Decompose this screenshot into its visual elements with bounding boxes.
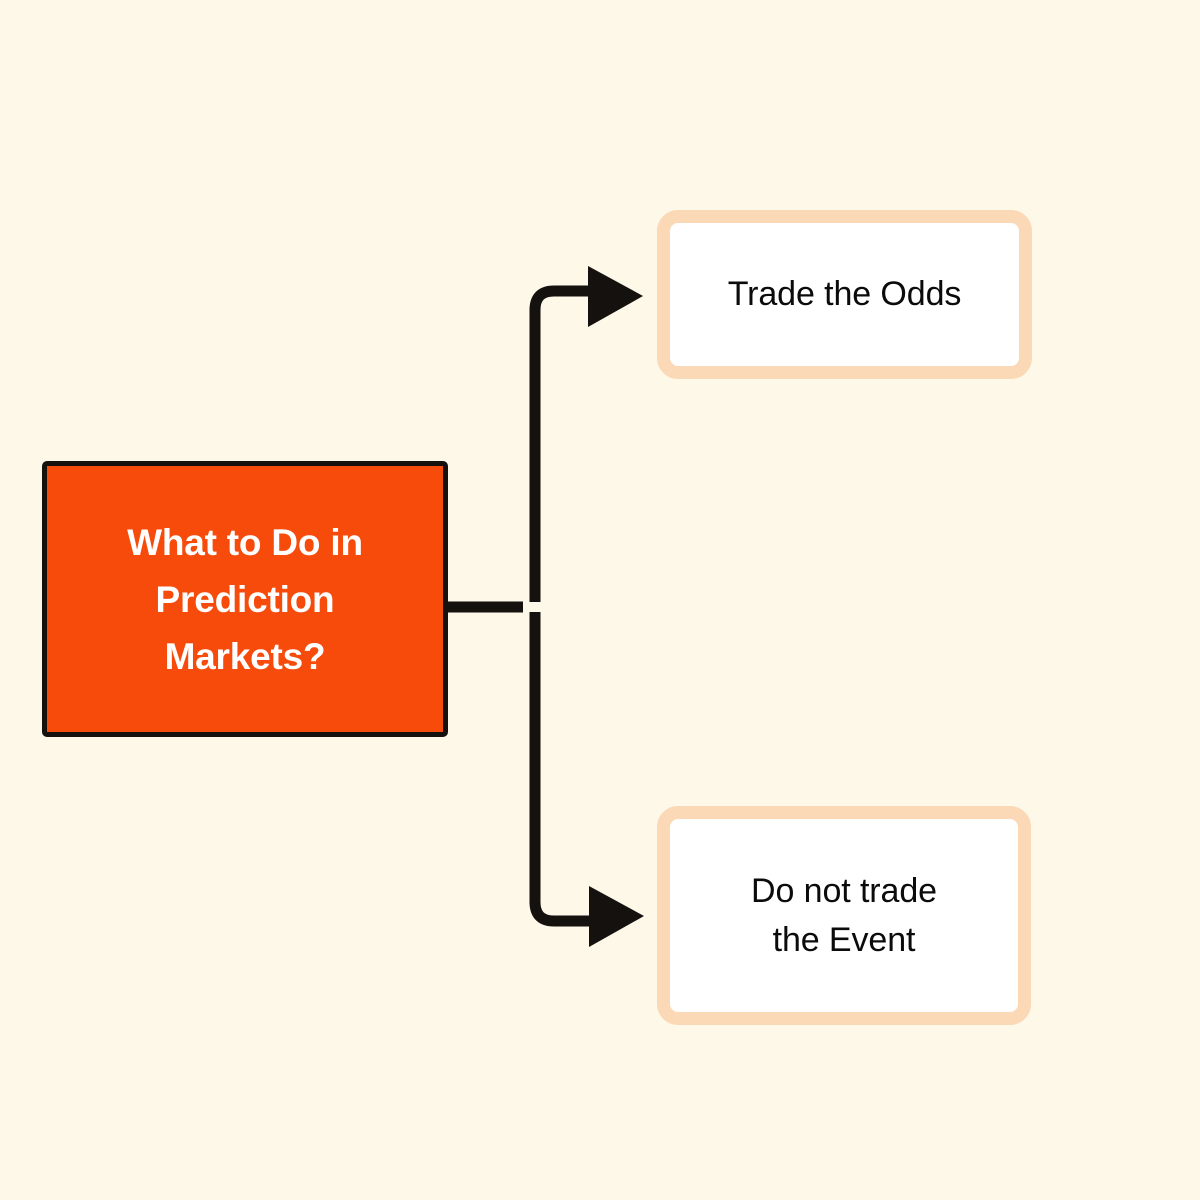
branch-node-trade-the-odds[interactable]: Trade the Odds — [657, 210, 1032, 379]
arrowhead-top-icon — [588, 266, 643, 327]
root-node[interactable]: What to Do in Prediction Markets? — [42, 461, 448, 737]
arrowhead-bottom-icon — [589, 886, 644, 947]
branch-node-do-not-trade-the-event[interactable]: Do not trade the Event — [657, 806, 1031, 1025]
branch-node-label-trade-the-odds: Trade the Odds — [727, 275, 962, 313]
connector-elbow-bottom — [529, 901, 600, 927]
root-node-label: What to Do in Prediction Markets? — [127, 521, 363, 677]
connector-elbow-top — [529, 285, 600, 311]
branch-node-label-do-not-trade-the-event: Do not trade the Event — [751, 871, 937, 959]
